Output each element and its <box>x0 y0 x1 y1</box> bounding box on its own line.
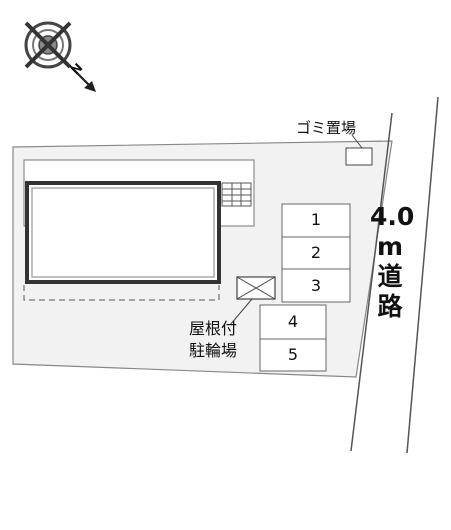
road-label: 4.0 m 道 路 <box>370 202 415 322</box>
parking-slot-4-label: 4 <box>287 312 299 331</box>
parking-slot-5-label: 5 <box>287 345 299 364</box>
compass-rose-icon <box>24 21 72 69</box>
parking-slot-2-label: 2 <box>310 243 322 262</box>
balcony-line <box>23 285 220 301</box>
road-name-1: 道 <box>377 262 403 291</box>
garbage-label: ゴミ置場 <box>296 119 357 137</box>
parking-slot-5 <box>259 338 327 372</box>
road-edge-left <box>350 112 393 452</box>
bike-parking-label-line1: 屋根付 <box>189 319 238 338</box>
garbage-box <box>345 147 373 166</box>
bike-parking-label: 屋根付 駐輪場 <box>189 318 237 362</box>
bike-parking-leader <box>229 298 253 326</box>
building <box>25 181 221 284</box>
parking-slot-1-label: 1 <box>310 210 322 229</box>
building-inner-outline <box>31 187 215 278</box>
north-arrow-icon <box>69 65 96 92</box>
garbage-leader <box>351 134 363 149</box>
road-width: 4.0 <box>370 202 415 231</box>
road-name-2: 路 <box>377 292 403 321</box>
parking-slot-3-label: 3 <box>310 276 322 295</box>
parking-slot-3 <box>281 268 351 303</box>
road-edge-right <box>406 96 439 454</box>
road-unit: m <box>376 232 404 261</box>
bike-parking-label-line2: 駐輪場 <box>189 341 238 360</box>
stairs-icon <box>221 182 252 207</box>
parking-slot-4 <box>259 304 327 340</box>
bike-parking-box <box>236 276 276 300</box>
